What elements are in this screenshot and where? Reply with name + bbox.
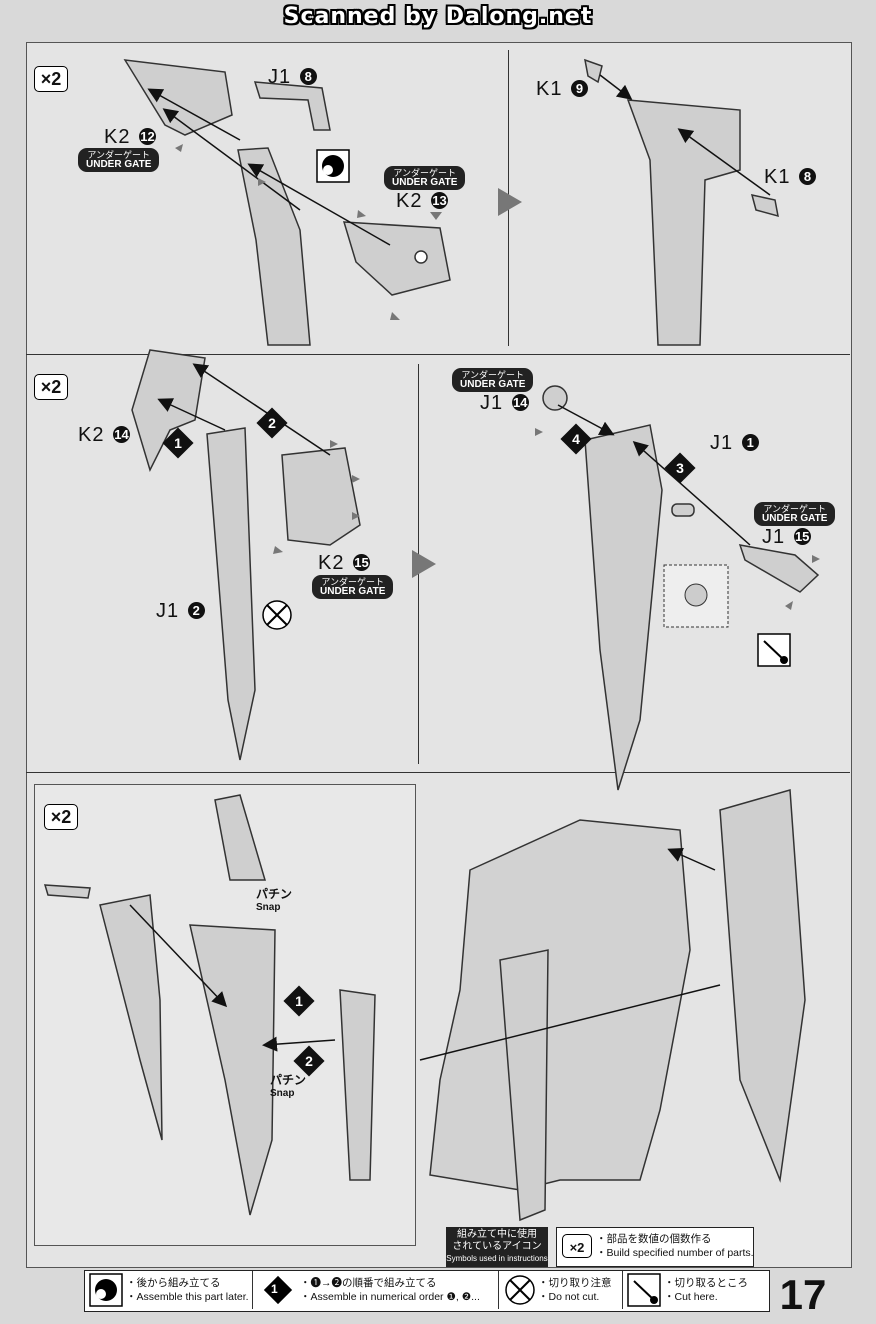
blade-drawing-3 (584, 424, 663, 791)
part-label-k2-12: K2 12 (104, 126, 157, 148)
multiplier-badge-panel1: ×2 (34, 66, 68, 92)
part-j1-2-drawing (206, 427, 256, 761)
blade-detail-drawing (719, 789, 806, 1183)
tip-drawing (214, 794, 267, 881)
part-label-j1-14: J1 14 (480, 392, 529, 414)
part-label-k1-9: K1 9 (536, 78, 589, 101)
multiplier-badge-panel2: ×2 (34, 374, 68, 400)
next-arrow-1 (498, 188, 522, 216)
scan-watermark: Scanned by Dalong.net (283, 4, 593, 29)
legend-multiplier-text: ・部品を数値の個数作る・Build specified number of pa… (596, 1233, 754, 1259)
part-label-j1-2: J1 2 (156, 600, 205, 623)
order-icon-number: 1 (271, 1282, 278, 1296)
blade-drawing-2 (626, 99, 741, 346)
robot-drawing (429, 819, 691, 1191)
part-k2-15-drawing (281, 447, 361, 546)
next-arrow-2 (412, 550, 436, 578)
legend-cut-text: ・切り取るところ・Cut here. (664, 1277, 748, 1303)
panel-divider-2 (26, 772, 850, 773)
legend-header: 組み立て中に使用 されているアイコン Symbols used in instr… (446, 1227, 548, 1267)
legend-multiplier-icon: ×2 (562, 1234, 592, 1258)
part-label-k1-8: K1 8 (764, 166, 817, 189)
nocut-icon-drawing-1 (262, 600, 292, 630)
part-j1-1-drawing (671, 503, 695, 517)
part-label-j1-15: J1 15 (762, 526, 811, 548)
part-k1-9-drawing (584, 58, 603, 84)
multiplier-badge-panel3: ×2 (44, 804, 78, 830)
part-j1-8-drawing (253, 81, 331, 131)
part-label-k2-15: K2 15 (318, 552, 371, 574)
legend-nocut-text: ・切り取り注意・Do not cut. (538, 1277, 612, 1303)
later-icon (89, 1273, 123, 1307)
blade-drawing-5 (189, 924, 276, 1216)
part-k2-13-drawing (342, 221, 451, 296)
legend-divider-3 (622, 1271, 623, 1309)
nocut-icon (505, 1275, 535, 1305)
legend-order-text: ・❶→❷の順番で組み立てる・Assemble in numerical orde… (300, 1277, 480, 1303)
page-number: 17 (779, 1271, 827, 1318)
part-k1-8-drawing (750, 194, 779, 218)
robot-blade-drawing (499, 949, 549, 1222)
handle-drawing (43, 884, 91, 899)
cut-icon-drawing-1 (757, 633, 791, 667)
part-label-j1-8: J1 8 (268, 66, 317, 89)
panel-divider-1 (26, 354, 850, 355)
order-icon (263, 1275, 293, 1305)
part-label-k2-13: K2 13 (396, 190, 449, 212)
part-k2-12-drawing (123, 59, 233, 136)
cut-icon (627, 1273, 661, 1307)
later-icon-drawing (316, 149, 350, 183)
part-j1-15-drawing (738, 544, 820, 593)
side-part-drawing (339, 989, 376, 1181)
legend-later-text: ・後から組み立てる・Assemble this part later. (126, 1277, 249, 1303)
part-label-j1-1: J1 1 (710, 432, 759, 455)
blade-drawing-4 (99, 894, 163, 1141)
legend-divider-2 (498, 1271, 499, 1309)
blade-drawing-1 (237, 147, 311, 346)
part-j1-14-drawing (542, 385, 568, 411)
part-label-k2-14: K2 14 (78, 424, 131, 446)
legend-divider-1 (252, 1271, 253, 1309)
